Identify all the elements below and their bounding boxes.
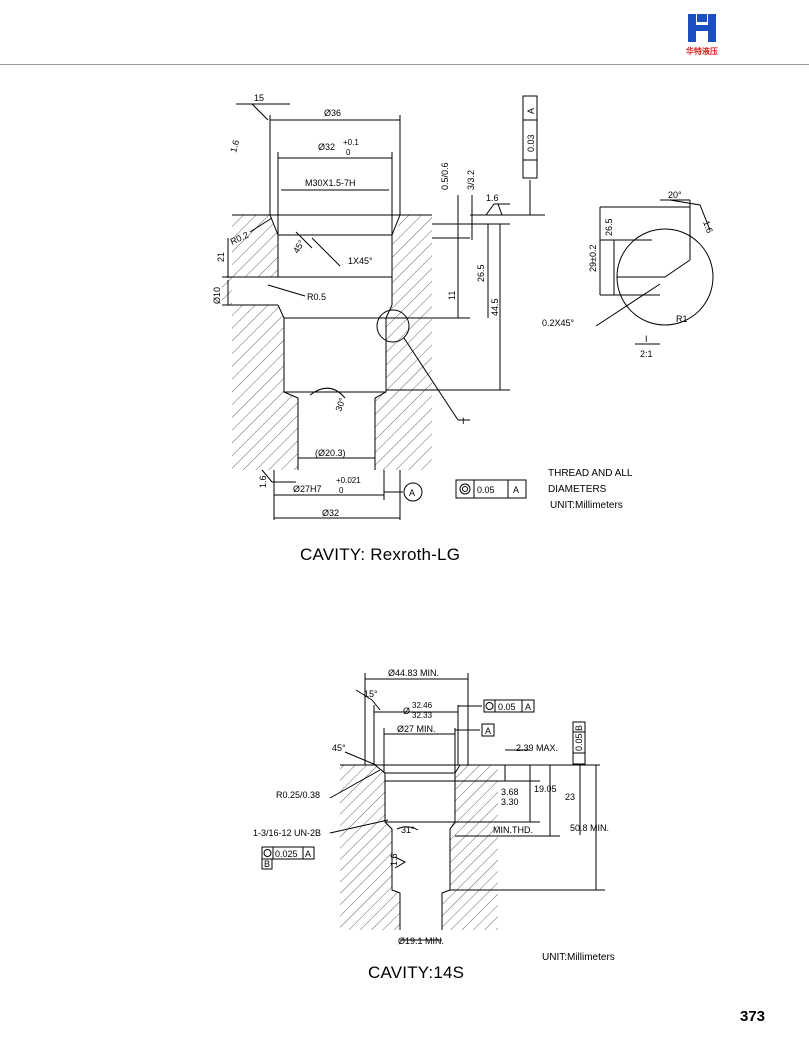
dim-d191: Ø19.1 MIN. <box>398 936 444 946</box>
rexroth-body-hatching <box>222 215 432 470</box>
dim-d32b: Ø32 <box>322 508 339 518</box>
note-line: DIAMETERS <box>548 484 607 495</box>
detail-265: 26.5 <box>604 218 614 236</box>
dim-tol27-plus: +0.021 <box>336 476 361 485</box>
dim-d4483: Ø44.83 MIN. <box>388 668 439 678</box>
perp005-value: 0.05 <box>574 733 584 751</box>
conc0025-value: 0.025 <box>275 849 298 859</box>
detail-scale: 2:1 <box>640 349 653 359</box>
header-rule <box>0 64 809 65</box>
figure2-caption: CAVITY:14S <box>368 963 465 982</box>
dim-a30: 30° <box>333 396 347 413</box>
dim-v445: 44.5 <box>490 298 500 316</box>
dim-d27: Ø27 MIN. <box>397 724 436 734</box>
dim-d36: Ø36 <box>324 108 341 118</box>
conc-datum: A <box>513 485 519 495</box>
detail-02: 0.2X45° <box>542 318 575 328</box>
dim-a31: 31° <box>401 825 415 835</box>
detail-20: 20° <box>668 190 682 200</box>
note-line: THREAD AND ALL <box>548 468 633 479</box>
dim-d3246: 32.46 <box>412 701 433 710</box>
figure-14s-drawing: Ø44.83 MIN. 15° Ø 32.46 32.33 Ø27 MIN. 4… <box>253 668 609 946</box>
datum-b-box: B <box>264 859 270 869</box>
conc005-datum: A <box>525 702 531 712</box>
dim-v11: 11 <box>447 291 457 300</box>
logo-mark-icon <box>688 14 716 42</box>
dim-v330: 3.30 <box>501 797 519 807</box>
page-number: 373 <box>740 1008 766 1025</box>
dim-v33: 3/3.2 <box>466 170 476 190</box>
dim-r05: R0.5 <box>307 292 326 302</box>
dim-thread: M30X1.5-7H <box>305 178 356 188</box>
dim-v265: 26.5 <box>476 264 486 282</box>
dim-v23: 23 <box>565 792 575 802</box>
dim-tol32-zero: 0 <box>346 148 351 157</box>
dim-r16a: 1.6 <box>228 139 241 154</box>
dim-d203: (Ø20.3) <box>315 448 346 458</box>
detail-29: 29±0.2 <box>588 245 598 272</box>
figure2-notes: UNIT:Millimeters <box>542 950 615 966</box>
dim-r025: R0.25/0.38 <box>276 790 320 800</box>
dim-v239: 2.39 MAX. <box>516 743 558 753</box>
dim-tol27-zero: 0 <box>339 486 344 495</box>
dim-angle15: 15 <box>254 93 264 103</box>
dim-v1905: 19.05 <box>534 784 557 794</box>
dim-minthd: MIN.THD. <box>493 825 533 835</box>
detail-i-title: I <box>645 334 648 344</box>
dim-v368: 3.68 <box>501 787 519 797</box>
dim-v05: 0.5/0.6 <box>440 162 450 190</box>
conc0025-datum: A <box>305 849 311 859</box>
dim-dsym: Ø <box>403 706 410 716</box>
conc-value: 0.05 <box>477 485 495 495</box>
figure1-caption: CAVITY: Rexroth-LG <box>300 545 461 564</box>
detail-r1: R1 <box>676 314 688 324</box>
logo-text: 华特液压 <box>686 47 718 56</box>
dim-d21: 21 <box>216 252 226 262</box>
perp-value: 0.03 <box>526 134 536 152</box>
note-line: UNIT:Millimeters <box>550 500 623 511</box>
dim-a15: 15° <box>364 689 378 699</box>
dim-r16: 1.6 <box>389 853 399 866</box>
brand-logo <box>680 10 724 60</box>
dim-r16c: 1.6 <box>258 475 268 488</box>
perp-datum-a: A <box>526 108 536 114</box>
conc005-value: 0.05 <box>498 702 516 712</box>
dim-d10: Ø10 <box>212 287 222 304</box>
dim-a45: 45° <box>332 743 346 753</box>
dim-c1x45: 1X45° <box>348 256 373 266</box>
datum-a-box: A <box>485 726 491 736</box>
dim-v508: 50.8 MIN. <box>570 823 609 833</box>
note-line: UNIT:Millimeters <box>542 952 615 963</box>
dim-thread: 1-3/16-12 UN-2B <box>253 828 321 838</box>
dim-d32: Ø32 <box>318 142 335 152</box>
dim-tol32-plus: +0.1 <box>343 138 359 147</box>
figure-rexroth-lg-drawing: Ø36 Ø32 +0.1 0 M30X1.5-7H 15 1.6 R0.2 45… <box>212 93 715 520</box>
dim-d3233: 32.33 <box>412 711 433 720</box>
detail-i-label: I <box>462 416 465 426</box>
datum-a: A <box>409 488 415 498</box>
figure1-notes: THREAD AND ALL DIAMETERS UNIT:Millimeter… <box>548 466 632 514</box>
dim-d27: Ø27H7 <box>293 484 322 494</box>
dim-r16b: 1.6 <box>486 193 499 203</box>
detail-16: 1.6 <box>701 219 715 234</box>
perp-datum-b: B <box>574 725 584 731</box>
